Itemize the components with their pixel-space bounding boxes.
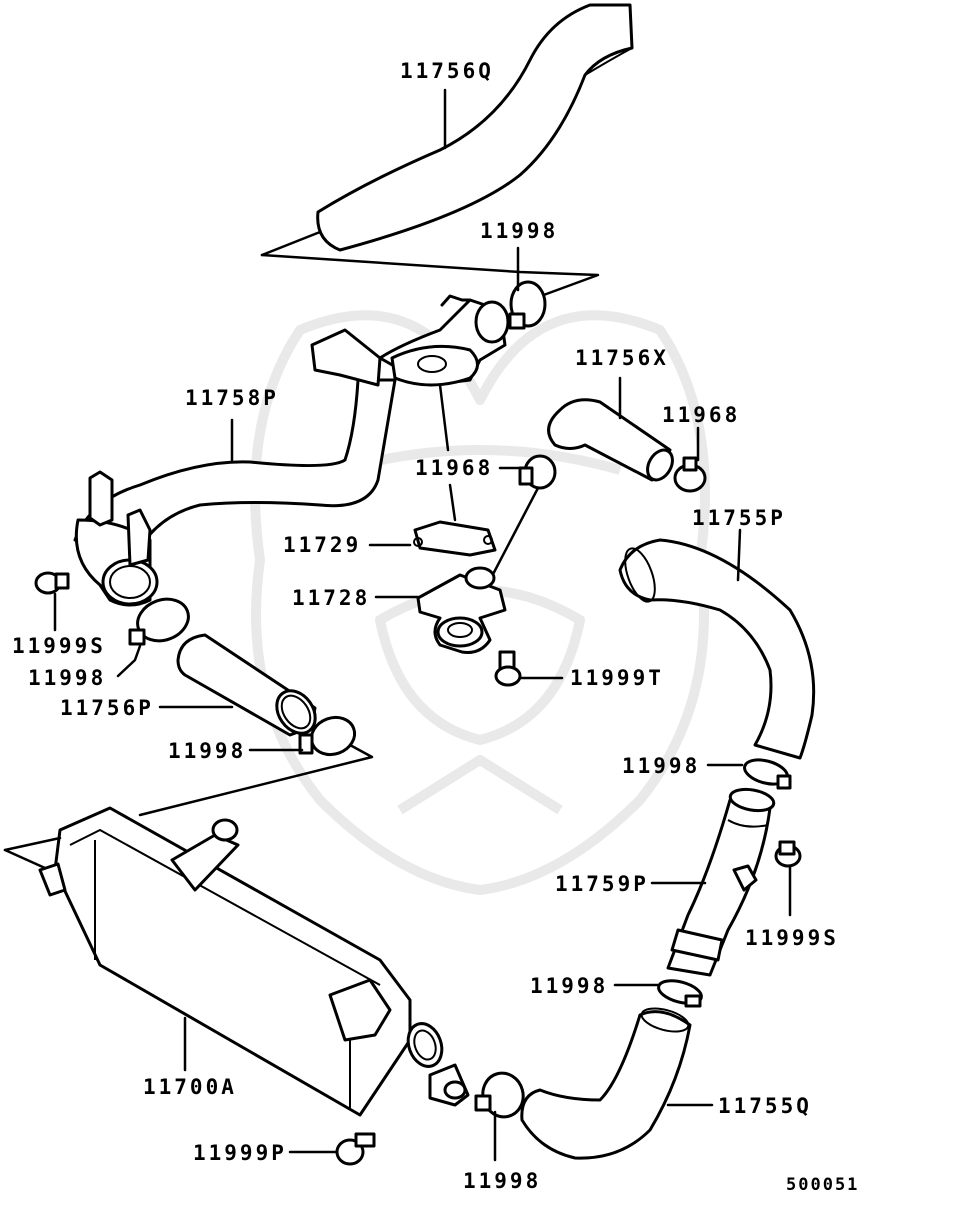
label-11998-right[interactable]: 11998 <box>622 754 700 778</box>
label-11998-left[interactable]: 11998 <box>28 666 106 690</box>
clamp-11998-bottom[interactable] <box>474 1069 528 1122</box>
hose-11755Q[interactable] <box>520 1004 692 1160</box>
pipe-11759P[interactable] <box>666 786 776 977</box>
hose-11756X[interactable] <box>547 398 678 485</box>
label-11759P[interactable]: 11759P <box>555 872 649 896</box>
gasket-11729[interactable] <box>413 520 497 557</box>
clamp-11968-right[interactable] <box>673 456 707 493</box>
label-11756P[interactable]: 11756P <box>60 696 154 720</box>
bolt-11999P[interactable] <box>335 1132 376 1166</box>
label-11758P[interactable]: 11758P <box>185 386 279 410</box>
label-11999P[interactable]: 11999P <box>193 1141 287 1165</box>
label-11756X[interactable]: 11756X <box>575 346 669 370</box>
bolt-11999T[interactable] <box>494 650 522 687</box>
clamp-11998-lower[interactable] <box>656 977 704 1008</box>
hose-11756Q[interactable] <box>316 3 634 252</box>
part-labels: 11756Q 11998 11758P 11756X 11968 11968 1… <box>12 59 859 1195</box>
label-11968-mid[interactable]: 11968 <box>415 456 493 480</box>
diagram-code: 500051 <box>786 1175 859 1195</box>
label-11999S-right[interactable]: 11999S <box>745 926 839 950</box>
clamp-11998-right[interactable] <box>742 756 792 790</box>
hose-11756P[interactable] <box>176 633 323 741</box>
label-11700A[interactable]: 11700A <box>143 1075 237 1099</box>
housing-11728[interactable] <box>416 566 507 654</box>
label-11729[interactable]: 11729 <box>283 533 361 557</box>
bolt-11999S-right[interactable] <box>774 840 802 868</box>
clamp-11998-mid[interactable] <box>298 712 360 761</box>
clamp-11998-left[interactable] <box>128 592 194 647</box>
bolt-11999S-left[interactable] <box>34 571 70 595</box>
label-11755Q[interactable]: 11755Q <box>718 1094 812 1118</box>
label-11968-right[interactable]: 11968 <box>662 403 740 427</box>
label-11756Q-top[interactable]: 11756Q <box>400 59 494 83</box>
intercooler-11700A[interactable] <box>38 806 470 1117</box>
label-11998-bottom[interactable]: 11998 <box>463 1169 541 1193</box>
label-11998-mid[interactable]: 11998 <box>168 739 246 763</box>
label-11999T[interactable]: 11999T <box>570 666 664 690</box>
clamp-11968-mid[interactable] <box>518 454 557 490</box>
label-11998-top[interactable]: 11998 <box>480 219 558 243</box>
label-11999S-left[interactable]: 11999S <box>12 634 106 658</box>
clamp-11998-top[interactable] <box>508 280 547 330</box>
pipe-11758P[interactable] <box>73 294 510 607</box>
hose-11755P[interactable] <box>618 538 816 760</box>
label-11728[interactable]: 11728 <box>292 586 370 610</box>
label-11998-lower[interactable]: 11998 <box>530 974 608 998</box>
label-11755P[interactable]: 11755P <box>692 506 786 530</box>
